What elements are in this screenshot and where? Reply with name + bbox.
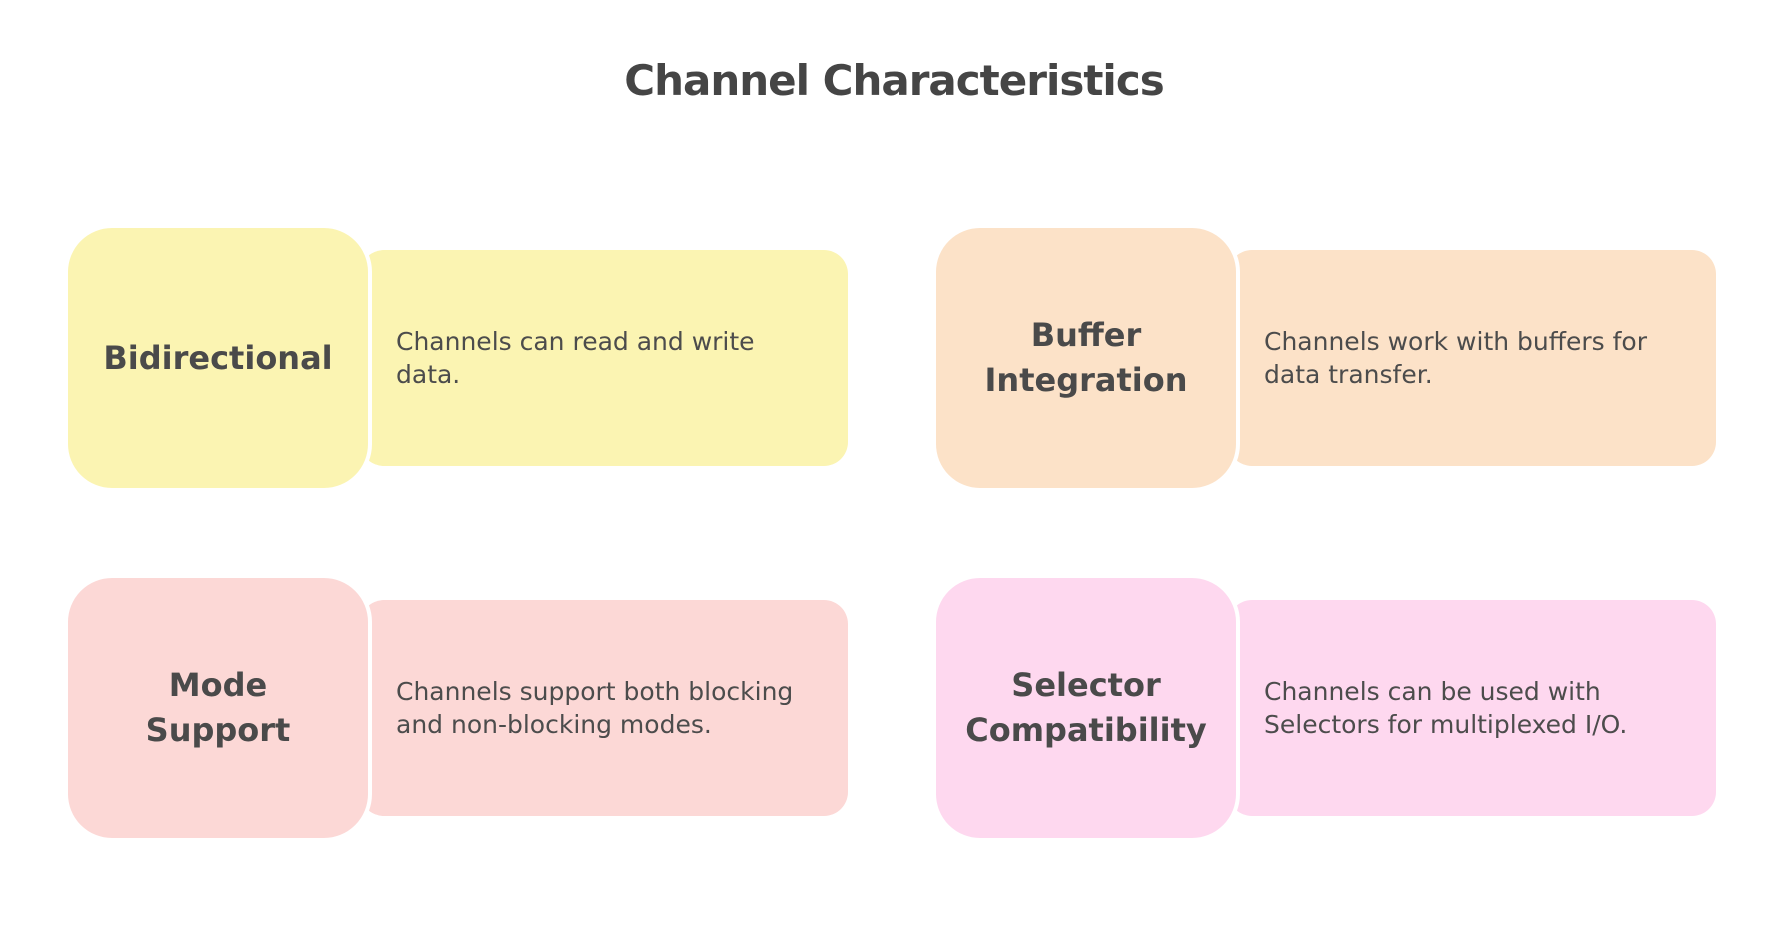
- feature-label: Buffer Integration: [984, 316, 1188, 399]
- feature-label-box: Selector Compatibility: [932, 574, 1240, 842]
- feature-card-bidirectional: Bidirectional Channels can read and writ…: [64, 224, 850, 492]
- feature-description: Channels can be used with Selectors for …: [1264, 677, 1628, 739]
- feature-label-box: Buffer Integration: [932, 224, 1240, 492]
- feature-description-box: Channels support both blocking and non-b…: [360, 600, 848, 816]
- feature-label: Bidirectional: [103, 338, 333, 377]
- feature-description-box: Channels can be used with Selectors for …: [1228, 600, 1716, 816]
- feature-label: Selector Compatibility: [965, 666, 1207, 749]
- feature-description-box: Channels can read and write data.: [360, 250, 848, 466]
- feature-description: Channels work with buffers for data tran…: [1264, 327, 1647, 389]
- feature-description: Channels can read and write data.: [396, 327, 755, 389]
- feature-description: Channels support both blocking and non-b…: [396, 677, 794, 739]
- feature-card-buffer-integration: Buffer Integration Channels work with bu…: [932, 224, 1718, 492]
- feature-card-mode-support: Mode Support Channels support both block…: [64, 574, 850, 842]
- feature-label: Mode Support: [145, 666, 291, 749]
- diagram-title: Channel Characteristics: [624, 56, 1164, 105]
- feature-label-box: Bidirectional: [64, 224, 372, 492]
- feature-card-selector-compatibility: Selector Compatibility Channels can be u…: [932, 574, 1718, 842]
- feature-description-box: Channels work with buffers for data tran…: [1228, 250, 1716, 466]
- feature-label-box: Mode Support: [64, 574, 372, 842]
